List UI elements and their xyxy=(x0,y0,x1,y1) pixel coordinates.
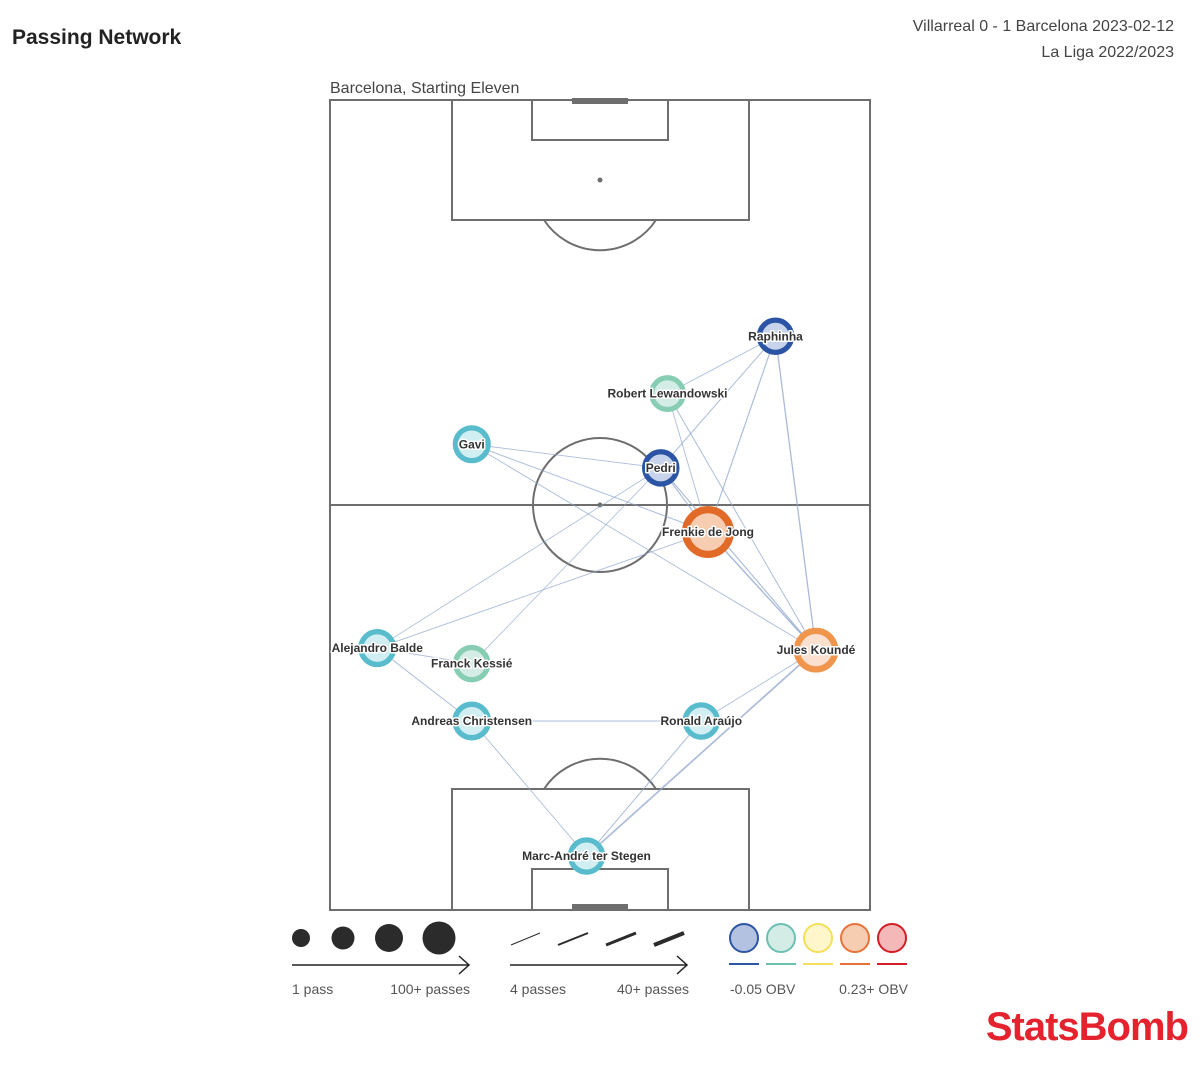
pass-edge-christensen-balde xyxy=(376,647,473,722)
player-node-christensen xyxy=(452,701,492,741)
legend-width-min: 4 passes xyxy=(510,981,566,997)
pass-edge-ter_stegen-araujo xyxy=(586,720,702,857)
player-label-ter_stegen: Marc-André ter Stegen xyxy=(522,849,651,863)
legend-obv-swatch-5 xyxy=(877,923,907,953)
pitch xyxy=(329,98,871,911)
pass-edge-kounde-pedri xyxy=(660,467,817,651)
legend-width-line-4 xyxy=(653,931,685,947)
legend-width-max: 40+ passes xyxy=(617,981,689,997)
legend-obv-max: 0.23+ OBV xyxy=(839,981,909,997)
top-goal xyxy=(572,98,628,104)
player-node-lewandowski xyxy=(649,375,686,413)
player-label-balde: Alejandro Balde xyxy=(332,641,424,655)
centre-circle xyxy=(532,437,668,573)
legend-size-arrow-head xyxy=(458,955,471,975)
pass-edge-kessie-pedri xyxy=(471,467,662,664)
player-nodes xyxy=(358,317,839,875)
bottom-six-yard-box xyxy=(531,868,669,911)
legend-size-dot-2 xyxy=(331,926,355,950)
player-label-kounde: Jules Koundé xyxy=(777,643,856,657)
bottom-goal xyxy=(572,904,628,910)
top-six-yard-box xyxy=(531,99,669,141)
legend-obv-swatch-1 xyxy=(729,923,759,953)
player-node-balde xyxy=(358,629,397,668)
pass-edge-kounde-de_jong xyxy=(707,531,817,651)
legend-line-width: 4 passes 40+ passes xyxy=(510,931,689,997)
pass-edge-ter_stegen-kounde xyxy=(585,649,817,857)
legend-width-line-1 xyxy=(510,932,541,946)
player-label-christensen: Andreas Christensen xyxy=(411,714,532,728)
competition-line: La Liga 2022/2023 xyxy=(1041,44,1174,61)
match-line: Villarreal 0 - 1 Barcelona 2023-02-12 xyxy=(912,18,1174,35)
legend-width-line-2 xyxy=(557,932,589,946)
legend-size-min: 1 pass xyxy=(292,981,333,997)
pass-edge-pedri-raphinha xyxy=(660,335,776,469)
player-label-araujo: Ronald Araújo xyxy=(660,714,742,728)
legend-obv-swatch-2 xyxy=(766,923,796,953)
pass-edge-gavi-kounde xyxy=(471,443,817,651)
pass-edge-gavi-pedri xyxy=(471,443,661,469)
pass-edge-balde-pedri xyxy=(377,467,661,649)
top-penalty-spot xyxy=(597,177,603,183)
legend-width-line-3 xyxy=(605,931,637,947)
legend-obv-swatch-4 xyxy=(840,923,870,953)
player-label-kessie: Franck Kessié xyxy=(431,657,513,671)
legend-obv-swatch-3 xyxy=(803,923,833,953)
pass-edge-gavi-de_jong xyxy=(471,443,709,533)
legend-size-dot-3 xyxy=(375,924,403,952)
legend-size-max: 100+ passes xyxy=(390,981,470,997)
legend-size-dot-1 xyxy=(292,929,310,947)
player-labels: Marc-André ter Stegen Ronald Araújo Andrea… xyxy=(330,328,857,865)
legend-node-size: 1 pass 100+ passes xyxy=(292,921,471,997)
statsbomb-logo: StatsBomb xyxy=(985,1005,1189,1049)
player-label-raphinha: Raphinha xyxy=(748,329,803,343)
player-label-de_jong: Frenkie de Jong xyxy=(662,525,754,539)
player-label-lewandowski: Robert Lewandowski xyxy=(607,387,727,401)
match-info: Villarreal 0 - 1 Barcelona 2023-02-12 La… xyxy=(913,14,1174,66)
pass-edge-kounde-raphinha xyxy=(774,336,817,651)
legend-obv-min: -0.05 OBV xyxy=(730,981,796,997)
player-node-kessie xyxy=(452,644,491,683)
top-penalty-arc xyxy=(543,219,657,252)
player-node-pedri xyxy=(641,449,680,487)
player-node-gavi xyxy=(452,425,491,464)
legend-width-arrow-head xyxy=(676,955,689,975)
pass-edge-lewandowski-raphinha xyxy=(667,335,776,395)
player-node-araujo xyxy=(682,702,721,740)
player-label-gavi: Gavi xyxy=(459,437,485,451)
player-node-ter_stegen xyxy=(567,837,606,875)
centre-spot xyxy=(597,502,603,508)
legend-obv: -0.05 OBV 0.23+ OBV xyxy=(729,923,909,997)
player-label-pedri: Pedri xyxy=(646,461,676,475)
pass-edge-kounde-lewandowski xyxy=(667,393,817,651)
pass-edge-de_jong-raphinha xyxy=(707,336,777,533)
legend-size-dot-4 xyxy=(422,921,456,955)
chart-title: Passing Network xyxy=(12,26,182,49)
legend: 1 pass 100+ passes 4 passes 40+ passes -… xyxy=(292,921,909,997)
bottom-penalty-arc xyxy=(543,757,657,790)
player-node-de_jong xyxy=(682,506,735,559)
top-penalty-area xyxy=(451,99,750,221)
pass-edges xyxy=(376,335,817,857)
pass-edge-ter_stegen-christensen xyxy=(471,720,587,857)
pass-edge-araujo-kounde xyxy=(701,649,817,722)
pitch-label: Barcelona, Starting Eleven xyxy=(330,80,519,97)
player-node-raphinha xyxy=(756,317,795,356)
player-node-kounde xyxy=(793,627,839,673)
